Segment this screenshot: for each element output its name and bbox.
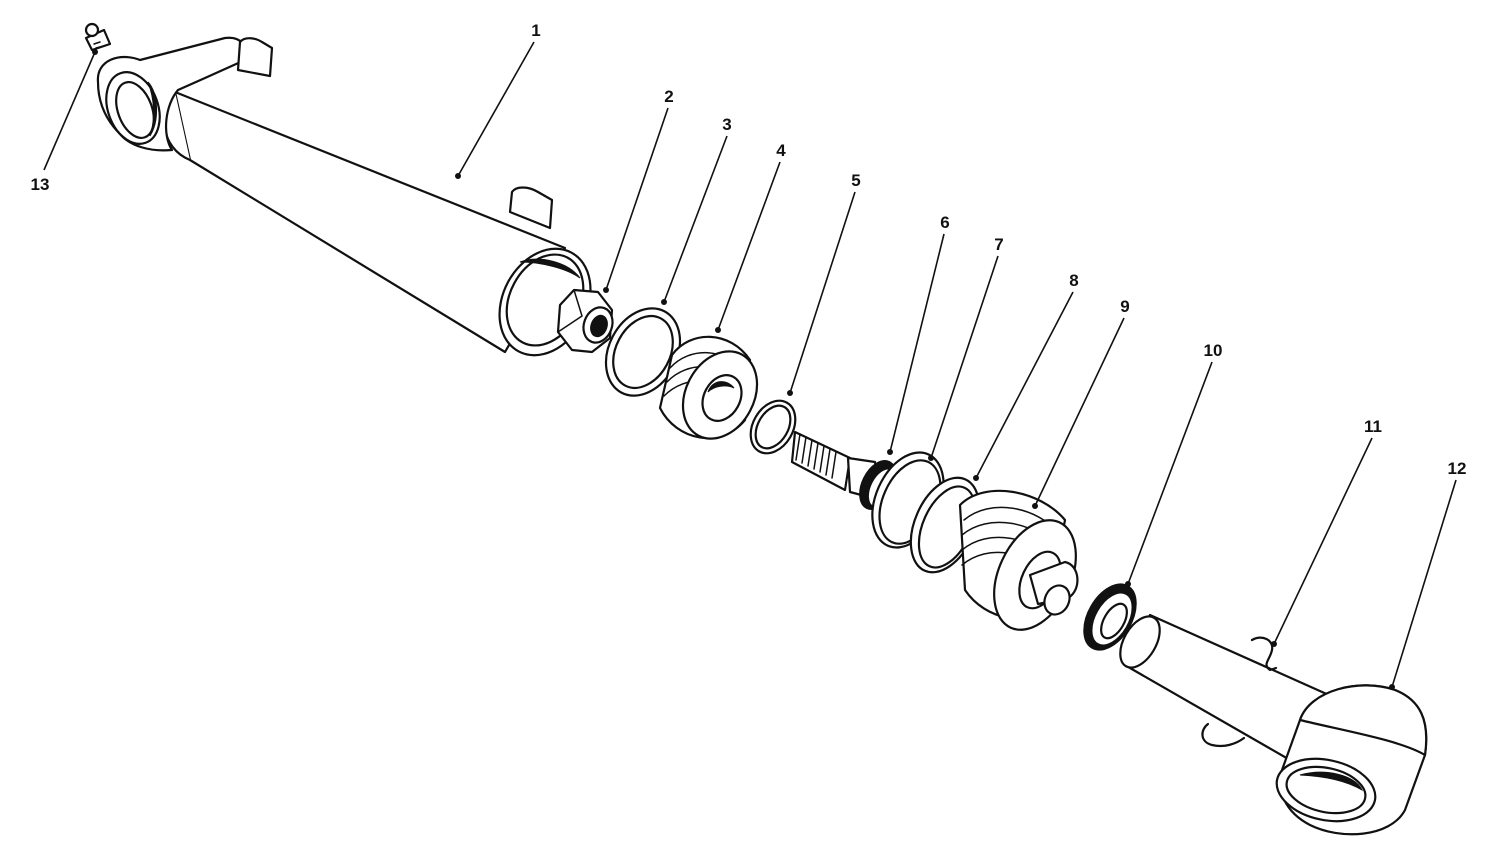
callout-12: 12 xyxy=(1448,459,1467,478)
piston-stud xyxy=(790,430,898,510)
o-ring xyxy=(749,399,797,455)
callout-8: 8 xyxy=(1069,271,1078,290)
piston xyxy=(958,489,1079,631)
leader-lines xyxy=(43,41,1457,690)
cylinder-barrel xyxy=(96,36,592,357)
wiper-seal xyxy=(1083,583,1137,651)
callout-11: 11 xyxy=(1364,417,1382,436)
callout-2: 2 xyxy=(664,87,673,106)
callout-13: 13 xyxy=(31,175,50,194)
seal-ring xyxy=(604,307,682,397)
callout-9: 9 xyxy=(1120,297,1129,316)
hex-nut xyxy=(556,288,614,354)
callout-10: 10 xyxy=(1204,341,1223,360)
callout-3: 3 xyxy=(722,115,731,134)
callout-5: 5 xyxy=(851,171,860,190)
callout-labels: 1 2 3 4 5 6 7 8 9 10 11 12 13 xyxy=(31,21,1467,478)
gland xyxy=(658,335,759,440)
callout-4: 4 xyxy=(776,141,786,160)
grease-fitting xyxy=(84,22,112,52)
callout-7: 7 xyxy=(994,235,1003,254)
retaining-clip xyxy=(1201,636,1278,748)
callout-1: 1 xyxy=(531,21,540,40)
piston-rod xyxy=(1119,613,1428,836)
callout-6: 6 xyxy=(940,213,949,232)
